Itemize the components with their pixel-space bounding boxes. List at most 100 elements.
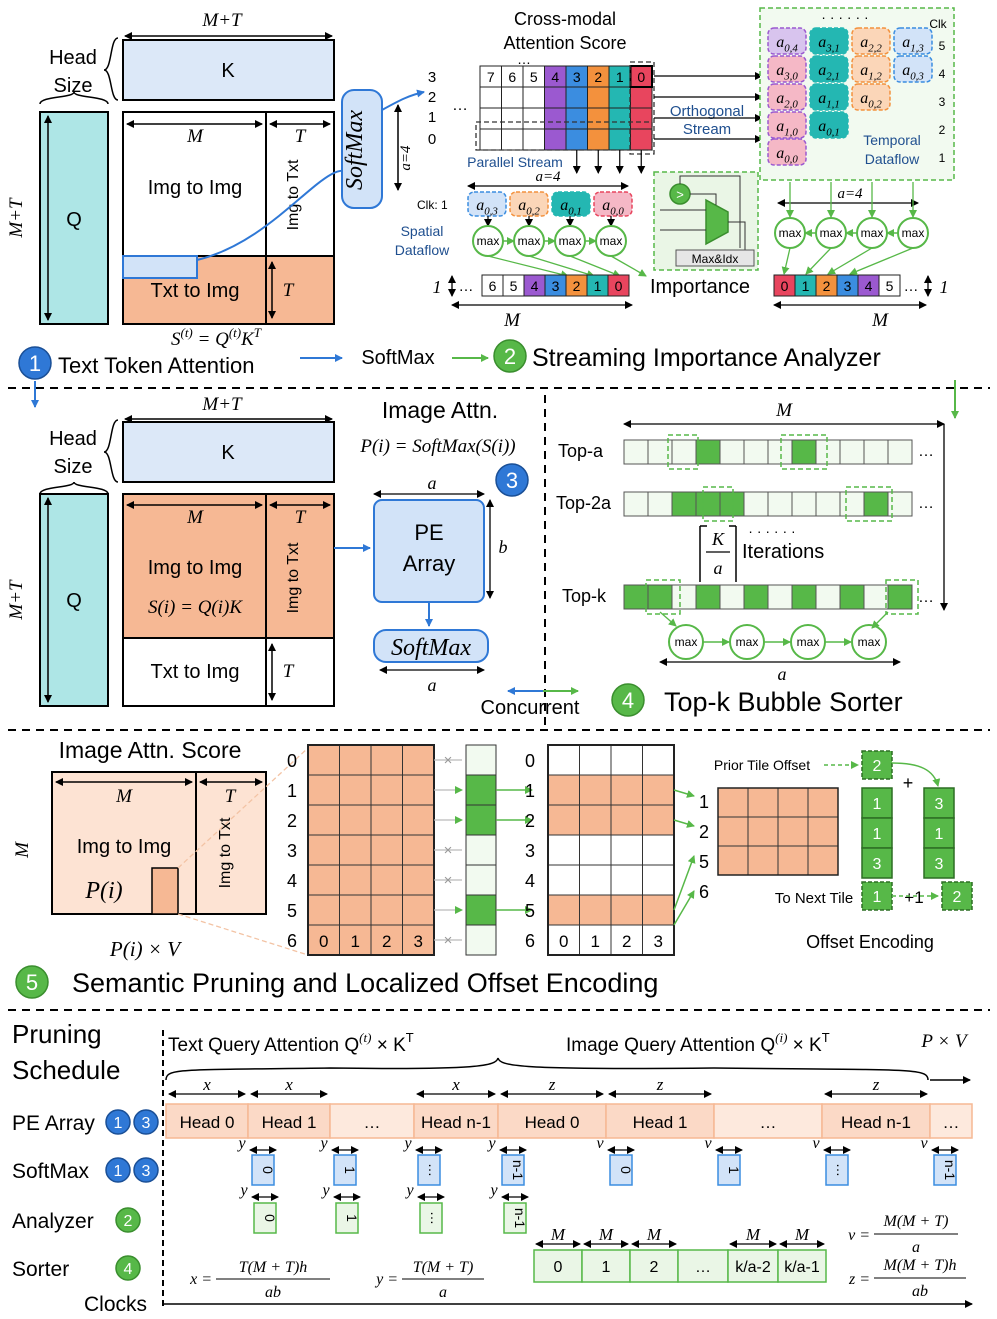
tile-cell: [307, 834, 340, 866]
tile-right-cell: [579, 924, 612, 956]
m-label: M: [186, 126, 204, 147]
mask-blocked-icon: ×: [444, 932, 453, 949]
sorter-cell: [767, 584, 793, 610]
sorter-cell: [695, 439, 721, 465]
attention-braces: [165, 1057, 929, 1081]
sorter-cell: [671, 491, 697, 517]
tile-right-col-index: 2: [622, 932, 631, 951]
softmax-slot-duration: v: [812, 1135, 820, 1152]
tile-right-cell: [610, 834, 643, 866]
grid-cell: [587, 107, 610, 130]
tile-right-border: [547, 744, 675, 956]
spatial-max-label: max: [518, 234, 541, 248]
clk-label: Clk: [929, 17, 947, 31]
tile-right-cell: [547, 804, 580, 836]
grid-col-label: 5: [530, 69, 538, 85]
softmax-box-1: [341, 89, 383, 209]
tile-cell: [402, 804, 435, 836]
tile-right-cell: [610, 894, 643, 926]
offset-in-value: 1: [873, 826, 882, 843]
offset-encoding-label: Offset Encoding: [806, 932, 934, 952]
softmax-slot-label: n-1: [942, 1160, 958, 1180]
badge-4: [611, 683, 645, 717]
softmax-slot: [933, 1154, 957, 1186]
grid-cell: [544, 86, 567, 109]
softmax-out-arrow: [381, 89, 425, 111]
schedule-title-2: Schedule: [12, 1055, 120, 1085]
sorter-cell: [815, 584, 841, 610]
tile-row-index: 2: [287, 811, 297, 831]
importance-right-value: 1: [802, 278, 810, 294]
prior-to-out-arrow: [891, 762, 941, 787]
temporal-register: [851, 55, 891, 83]
sorter-slot: [677, 1249, 729, 1283]
pe-slot-label: Head 1: [262, 1113, 317, 1132]
tile-cell: [370, 864, 403, 896]
k-matrix: [122, 39, 335, 101]
temporal-max-label: max: [779, 226, 802, 240]
softmax-slot-label: …: [834, 1163, 850, 1177]
m5-label: M: [115, 786, 133, 807]
pe-slot: [929, 1103, 973, 1139]
importance-left-value: 5: [510, 278, 518, 294]
grid-cell: [608, 86, 631, 109]
grid-col-label: 1: [616, 69, 624, 85]
grid-cell: [479, 107, 502, 130]
tile-right-cell: [610, 864, 643, 896]
tile-right-cell: [579, 894, 612, 926]
section-4-bubble-sorter: M Top-a Top-2a Top-k … … … K a · · · · ·…: [556, 400, 948, 717]
sorter-slot-label: k/a-2: [735, 1259, 771, 1276]
row-num-1: 1: [428, 109, 436, 126]
temporal-out-arrow: [805, 247, 832, 275]
compact-cell: [747, 816, 779, 847]
row-num-3: 3: [428, 69, 436, 86]
temporal-clock-number: 3: [939, 95, 946, 109]
prior-tile-value-box: [861, 750, 893, 780]
s-i-formula: S(i) = Q(i)K: [148, 597, 243, 618]
pe-slot: [329, 1103, 415, 1139]
comparator-symbol: >: [676, 187, 684, 202]
temporal-label-2: Dataflow: [865, 151, 920, 167]
sorter-cell: [623, 584, 649, 610]
grid-col-label: 0: [637, 69, 645, 85]
t2-label: T: [283, 280, 295, 301]
compact-cell: [807, 845, 839, 876]
fx-den: ab: [265, 1284, 281, 1301]
tile-row-index: 4: [287, 871, 297, 891]
grid-cell: [587, 128, 610, 151]
tile-cell: [402, 774, 435, 806]
temporal-max-label: max: [820, 226, 843, 240]
importance-left-dots: …: [459, 278, 474, 295]
prior-tile-label: Prior Tile Offset: [714, 757, 810, 773]
p-i-formula: P(i) = SoftMax(S(i)): [359, 436, 515, 457]
duration-label: z: [872, 1075, 880, 1094]
t3-label: T: [295, 507, 307, 528]
sorter-cell: [623, 491, 649, 517]
tile-mask: ××××: [434, 744, 533, 956]
spatial-register: [551, 191, 591, 217]
schedule-row-label: Sorter: [12, 1258, 69, 1281]
analyzer-slot-duration: y: [238, 1182, 248, 1199]
concurrent-label: Concurrent: [481, 697, 580, 719]
offset-out-cell: [923, 817, 955, 849]
section-6-pruning-schedule: Pruning Schedule Text Query Attention Q(…: [12, 1019, 973, 1316]
iter-k: K: [711, 529, 725, 549]
sorter-slot: [777, 1249, 827, 1283]
clocks-label: Clocks: [84, 1293, 147, 1316]
schedule-badge: [133, 1157, 159, 1183]
sorter-cell: [887, 491, 913, 517]
badge-1-num: 1: [29, 351, 41, 376]
sorter-slot-duration: M: [646, 1225, 662, 1244]
text-query-label: Text Query Attention Q(t) × KT: [168, 1030, 414, 1056]
softmax-slot-duration: y: [236, 1135, 246, 1152]
tile-row-index: 0: [287, 751, 297, 771]
softmax-box-1-label: SoftMax: [342, 110, 368, 190]
spatial-label-2: Dataflow: [395, 242, 450, 258]
sorter-cell: [647, 584, 673, 610]
sorter-m-label: M: [775, 400, 793, 421]
temporal-register-label: a0,1: [818, 118, 840, 138]
sorter-cell: [767, 439, 793, 465]
m3-label: M: [186, 507, 204, 528]
